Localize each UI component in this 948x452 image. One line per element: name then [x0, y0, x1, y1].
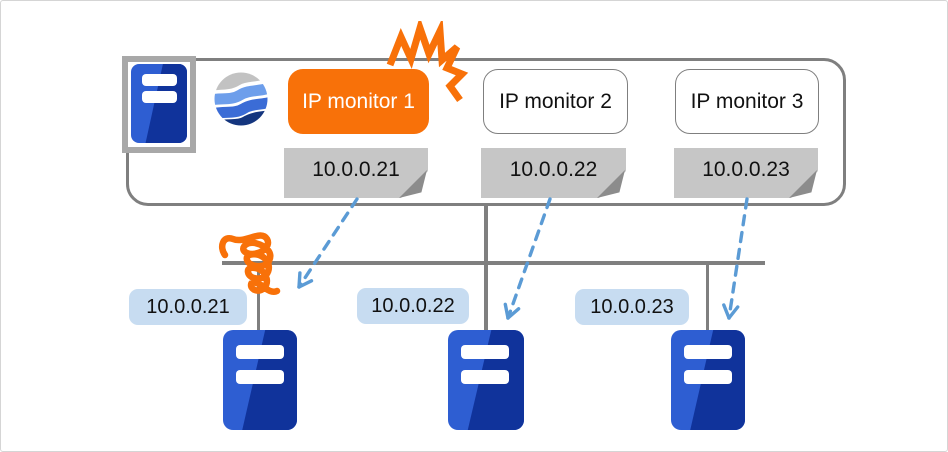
server-3-ip-label: 10.0.0.23: [575, 289, 689, 325]
server-slot-bar: [684, 345, 732, 359]
globe-wave-icon: [214, 72, 268, 126]
server-icon: [131, 64, 187, 143]
server-icon: [448, 330, 524, 430]
server-slot-bar: [684, 370, 732, 384]
server-slot-bar: [236, 345, 284, 359]
server-slot-bar: [142, 74, 177, 86]
monitor-1-ip-note: 10.0.0.21: [284, 148, 428, 198]
monitor-2-box: IP monitor 2: [483, 69, 628, 134]
network-bus-line: [222, 261, 765, 265]
server-slot-bar: [142, 91, 177, 103]
server-slot-bar: [236, 370, 284, 384]
server-icon: [223, 330, 297, 430]
monitor-3-box: IP monitor 3: [675, 69, 819, 134]
dashed-arrow-monitor2: [506, 197, 552, 320]
server-icon: [671, 330, 745, 430]
monitor-1-box: IP monitor 1: [288, 69, 429, 134]
server-1-ip-label: 10.0.0.21: [129, 289, 247, 325]
appliance-hardware-frame: [122, 56, 196, 153]
monitor-3-ip-note: 10.0.0.23: [674, 148, 818, 198]
server-slot-bar: [461, 370, 509, 384]
monitor-2-ip-note: 10.0.0.22: [481, 148, 626, 198]
server3-branch-line: [706, 263, 709, 331]
broken-link-coil-icon: [219, 232, 281, 296]
appliance-trunk-line: [484, 204, 488, 331]
server-slot-bar: [461, 345, 509, 359]
dashed-arrow-monitor1: [297, 197, 359, 289]
server-2-ip-label: 10.0.0.22: [357, 288, 469, 324]
crash-burst-icon: [386, 21, 469, 103]
server1-branch-line: [257, 263, 260, 331]
dashed-arrow-monitor3: [727, 197, 749, 320]
